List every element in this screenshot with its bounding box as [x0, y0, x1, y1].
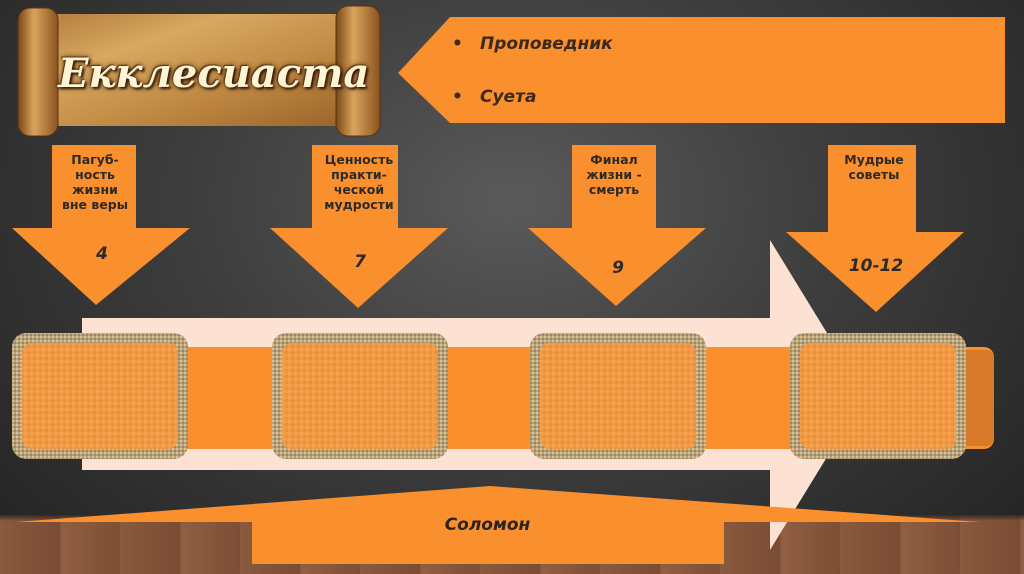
stage-label: Ценность практи- ческой мудрости	[312, 152, 406, 212]
bullet-text: Проповедник	[480, 34, 613, 54]
stage-label: Пагуб- ность жизни вне веры	[54, 152, 136, 212]
stage-boxes	[12, 333, 966, 459]
bullet-item: • Проповедник	[452, 34, 613, 87]
stage-label-line: практи-	[331, 167, 387, 182]
stage-label-line: Пагуб-	[71, 152, 119, 167]
stage-label-line: смерть	[588, 182, 640, 197]
stage-label-line: мудрости	[324, 197, 394, 212]
bullet-item: • Суета	[452, 87, 613, 140]
stage-number: 10-12	[848, 256, 904, 276]
stage-label-line: ческой	[333, 182, 385, 197]
stage-arrows	[12, 145, 964, 312]
title-scroll	[17, 5, 381, 137]
stage-number: 9	[612, 258, 624, 278]
stage-number: 7	[354, 252, 366, 272]
stage-label-line: Мудрые	[844, 152, 904, 167]
stage-label-line: ность	[75, 167, 115, 182]
solomon-arrow	[16, 486, 980, 564]
stage-label-line: советы	[848, 167, 900, 182]
stage-label-line: жизни -	[586, 167, 642, 182]
stage-number: 4	[96, 244, 108, 264]
subtitle-arrow	[398, 17, 1005, 123]
stage-label-line: Финал	[590, 152, 638, 167]
bullet-text: Суета	[480, 87, 537, 107]
stage-label-line: Ценность	[324, 152, 394, 167]
stage-label-line: жизни	[72, 182, 118, 197]
solomon-label: Соломон	[444, 515, 531, 535]
stage-label-line: вне веры	[61, 197, 128, 212]
timeline-band	[22, 347, 994, 449]
bullet-dot-icon: •	[452, 87, 463, 107]
subtitle-list: • Проповедник • Суета	[452, 34, 613, 140]
bullet-dot-icon: •	[452, 34, 463, 54]
page-title: Екклесиаста	[58, 50, 370, 97]
stage-label: Мудрые советы	[832, 152, 916, 182]
stage-label: Финал жизни - смерть	[572, 152, 656, 197]
